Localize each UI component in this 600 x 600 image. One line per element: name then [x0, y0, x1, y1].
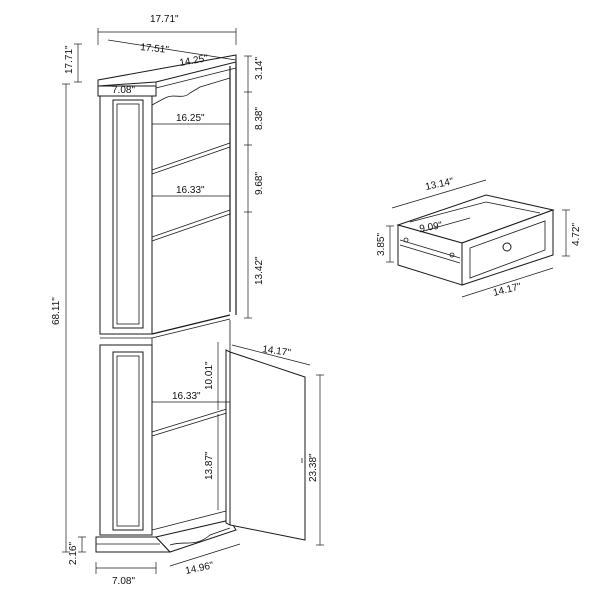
label-top-diagonal: 17.51" — [140, 42, 170, 56]
label-side-width-top: 7.08" — [112, 85, 135, 96]
label-shelf-gap-1: 8.38" — [254, 107, 265, 130]
upper-shelves — [151, 142, 231, 242]
dimension-lines — [62, 28, 324, 574]
label-drawer-inner: 9.09" — [419, 220, 444, 235]
cabinet-top-surface — [97, 54, 237, 87]
label-lower-gap-2: 13.87" — [204, 451, 215, 480]
label-total-height: 68.11" — [51, 297, 62, 325]
label-shelf-gap-2: 9.68" — [254, 172, 265, 195]
label-base-side-width: 7.08" — [112, 576, 135, 587]
label-door-height: 23.38" — [308, 453, 319, 482]
label-base-diagonal: 14.96" — [184, 560, 215, 577]
label-drawer-width: 14.17" — [492, 281, 523, 299]
label-lower-shelf-width: 16.33" — [172, 391, 201, 402]
lower-shelves — [151, 407, 231, 437]
label-top-depth: 17.71" — [64, 45, 75, 74]
cabinet-base — [95, 519, 237, 553]
drawer-illustration — [386, 179, 570, 298]
label-top-inner-diagonal: 14.25" — [179, 53, 209, 69]
label-shelf-gap-3: 13.42" — [254, 256, 265, 285]
label-shelf-width-1: 16.25" — [176, 113, 205, 124]
label-top-width: 17.71" — [150, 14, 179, 25]
lower-raised-panel — [112, 351, 144, 531]
label-drawer-height: 4.72" — [571, 223, 582, 246]
open-door — [225, 349, 306, 541]
label-shelf-width-2: 16.33" — [176, 185, 205, 196]
label-drawer-height-inner: 3.85" — [376, 233, 387, 256]
label-lower-gap-1: 10.01" — [204, 361, 215, 390]
top-arch — [151, 77, 231, 106]
upper-raised-panel — [112, 99, 144, 329]
label-crown-height: 3.14" — [254, 57, 265, 80]
dimension-labels: 17.71" 17.51" 14.25" 17.71" 7.08" 3.14" … — [51, 12, 582, 587]
label-door-width: 14.17" — [262, 344, 292, 359]
label-base-height: 2.16" — [68, 542, 79, 565]
middle-shelf — [151, 314, 231, 335]
drawer-knob — [502, 242, 512, 252]
cabinet-body — [95, 54, 240, 553]
